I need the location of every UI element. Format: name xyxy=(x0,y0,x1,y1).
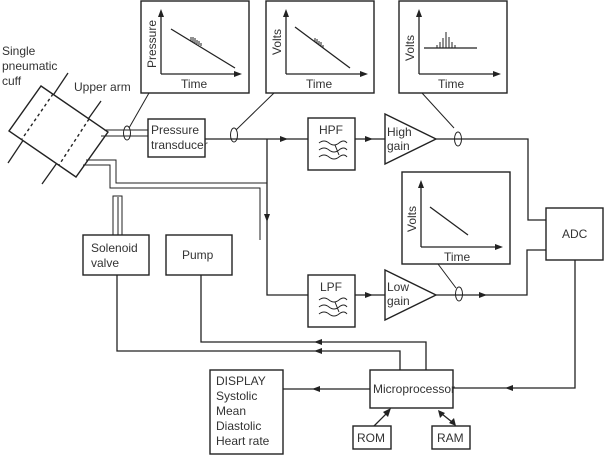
y-axis-arrow xyxy=(418,180,424,188)
inset-xlabel: Time xyxy=(438,77,465,91)
display-label-diastolic: Diastolic xyxy=(216,419,261,433)
pressure-transducer-label-1: Pressure xyxy=(151,123,199,137)
pump-label: Pump xyxy=(182,248,214,262)
low-gain-label-1: Low xyxy=(387,280,409,294)
inset-xlabel: Time xyxy=(306,77,333,91)
oscillation-ticks xyxy=(190,37,202,46)
ram-label: RAM xyxy=(437,431,464,445)
filter-wave-icon xyxy=(318,297,348,317)
oscillation-ticks xyxy=(314,38,324,48)
lpf-label: LPF xyxy=(320,280,342,294)
x-axis-arrow xyxy=(234,71,242,77)
probe-ring xyxy=(230,127,238,143)
cuff-label-line2: pneumatic xyxy=(2,59,57,73)
inset-ylabel: Pressure xyxy=(145,20,159,68)
x-axis-arrow xyxy=(495,244,503,250)
inset-xlabel: Time xyxy=(181,77,208,91)
y-axis-arrow xyxy=(283,9,289,17)
probe-leaders xyxy=(123,92,463,302)
probe-ring xyxy=(455,286,463,302)
upper-arm-label: Upper arm xyxy=(74,80,131,94)
cuff-label-line3: cuff xyxy=(2,74,22,88)
lpf-block: LPF xyxy=(307,274,356,328)
high-gain-label-1: High xyxy=(387,125,412,139)
display-label-title: DISPLAY xyxy=(216,374,266,388)
solenoid-valve-label-1: Solenoid xyxy=(91,241,138,255)
inset-lpf-volts: Volts Time xyxy=(401,171,511,265)
microprocessor-block: Microprocessor xyxy=(369,369,455,409)
filter-wave-icon xyxy=(318,140,348,160)
oscillation-envelope xyxy=(436,32,456,48)
rom-block: ROM xyxy=(352,425,392,450)
solenoid-valve-label-2: valve xyxy=(91,256,119,270)
pressure-transducer-block: Pressure transducer xyxy=(147,118,208,158)
inset-cuff-pressure: Pressure Time xyxy=(140,0,250,94)
rom-label: ROM xyxy=(357,431,385,445)
inset-ylabel: Volts xyxy=(405,206,419,232)
cuff-group: Single pneumatic cuff Upper arm xyxy=(2,44,131,185)
pump-block: Pump xyxy=(165,234,233,276)
ram-block: RAM xyxy=(431,425,471,450)
inset-hpf-volts: Volts Time xyxy=(398,0,508,94)
adc-label: ADC xyxy=(562,227,588,241)
low-gain-amplifier: Low gain xyxy=(384,268,438,322)
y-axis-arrow xyxy=(416,9,422,17)
pressure-transducer-label-2: transducer xyxy=(151,138,208,152)
cuff xyxy=(8,85,109,178)
inset-ylabel: Volts xyxy=(403,35,417,61)
solenoid-valve-block: Solenoid valve xyxy=(82,234,150,276)
inset-transducer-volts: Volts Time xyxy=(265,0,375,94)
display-label-systolic: Systolic xyxy=(216,389,257,403)
display-label-mean: Mean xyxy=(216,404,246,418)
hpf-block: HPF xyxy=(307,117,356,171)
probe-ring xyxy=(123,125,131,141)
adc-block: ADC xyxy=(545,207,604,261)
high-gain-amplifier: High gain xyxy=(384,112,438,166)
display-block: DISPLAY Systolic Mean Diastolic Heart ra… xyxy=(209,369,284,455)
x-axis-arrow xyxy=(493,71,501,77)
high-gain-label-2: gain xyxy=(387,139,410,153)
microprocessor-label: Microprocessor xyxy=(373,382,455,396)
hpf-label: HPF xyxy=(319,123,343,137)
inset-ylabel: Volts xyxy=(270,29,284,55)
cuff-label-line1: Single xyxy=(2,44,36,58)
low-gain-label-2: gain xyxy=(387,294,410,308)
signal-wires xyxy=(116,136,576,427)
inset-xlabel: Time xyxy=(444,250,471,264)
display-label-heart-rate: Heart rate xyxy=(216,434,270,448)
inset-frame xyxy=(140,0,250,94)
x-axis-arrow xyxy=(360,71,368,77)
y-axis-arrow xyxy=(158,9,164,17)
